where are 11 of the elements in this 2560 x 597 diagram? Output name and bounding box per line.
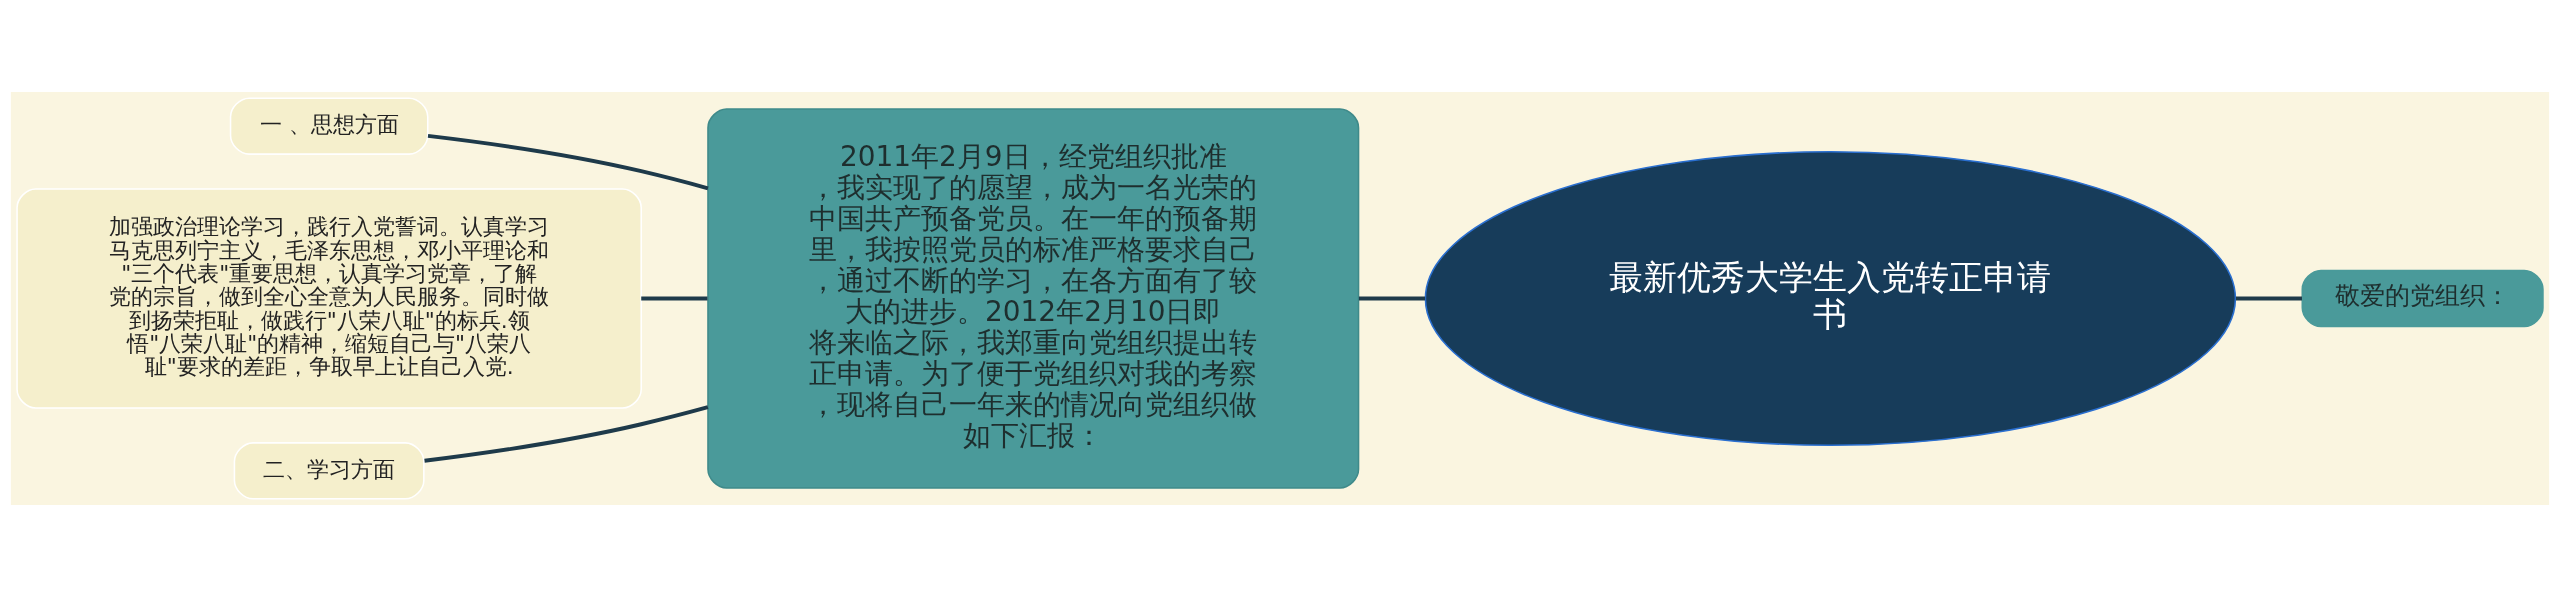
node-box: 加强政治理论学习，践行入党誓词。认真学习马克思列宁主义，毛泽东思想，邓小平理论和"三个代表"重要思想，认真学习党章，了解党的宗旨，做到全心全意为人民服务。同时做到扬荣拒耻，做践行"八荣八耻"的标兵.领悟"八荣八耻"的精神，缩短自己与"八荣八耻"要求的差距，争取早上让自己入党. xyxy=(16,188,642,409)
node-ellipse: 最新优秀大学生入党转正申请书 xyxy=(1424,151,2237,446)
node-box: 二、学习方面 xyxy=(233,442,425,500)
node-box: 2011年2月9日，经党组织批准，我实现了的愿望，成为一名光荣的中国共产预备党员。在一年的预备期里，我按照党员的标准严格要求自己，通过不断的学习，在各方面有了较大的进步。2012年2月10日即将来临之际，我郑重向党组织提出转正申请。为了便于党组织对我的考察，现将自己一年来的情况向党组织做如下汇报： xyxy=(707,108,1360,489)
connector xyxy=(427,134,709,191)
connector xyxy=(1358,296,1426,301)
connector xyxy=(641,296,708,301)
connector xyxy=(2235,296,2302,301)
node-box: 敬爱的党组织： xyxy=(2301,269,2544,328)
node-box: 一 、思想方面 xyxy=(229,97,429,155)
connector xyxy=(424,405,709,463)
